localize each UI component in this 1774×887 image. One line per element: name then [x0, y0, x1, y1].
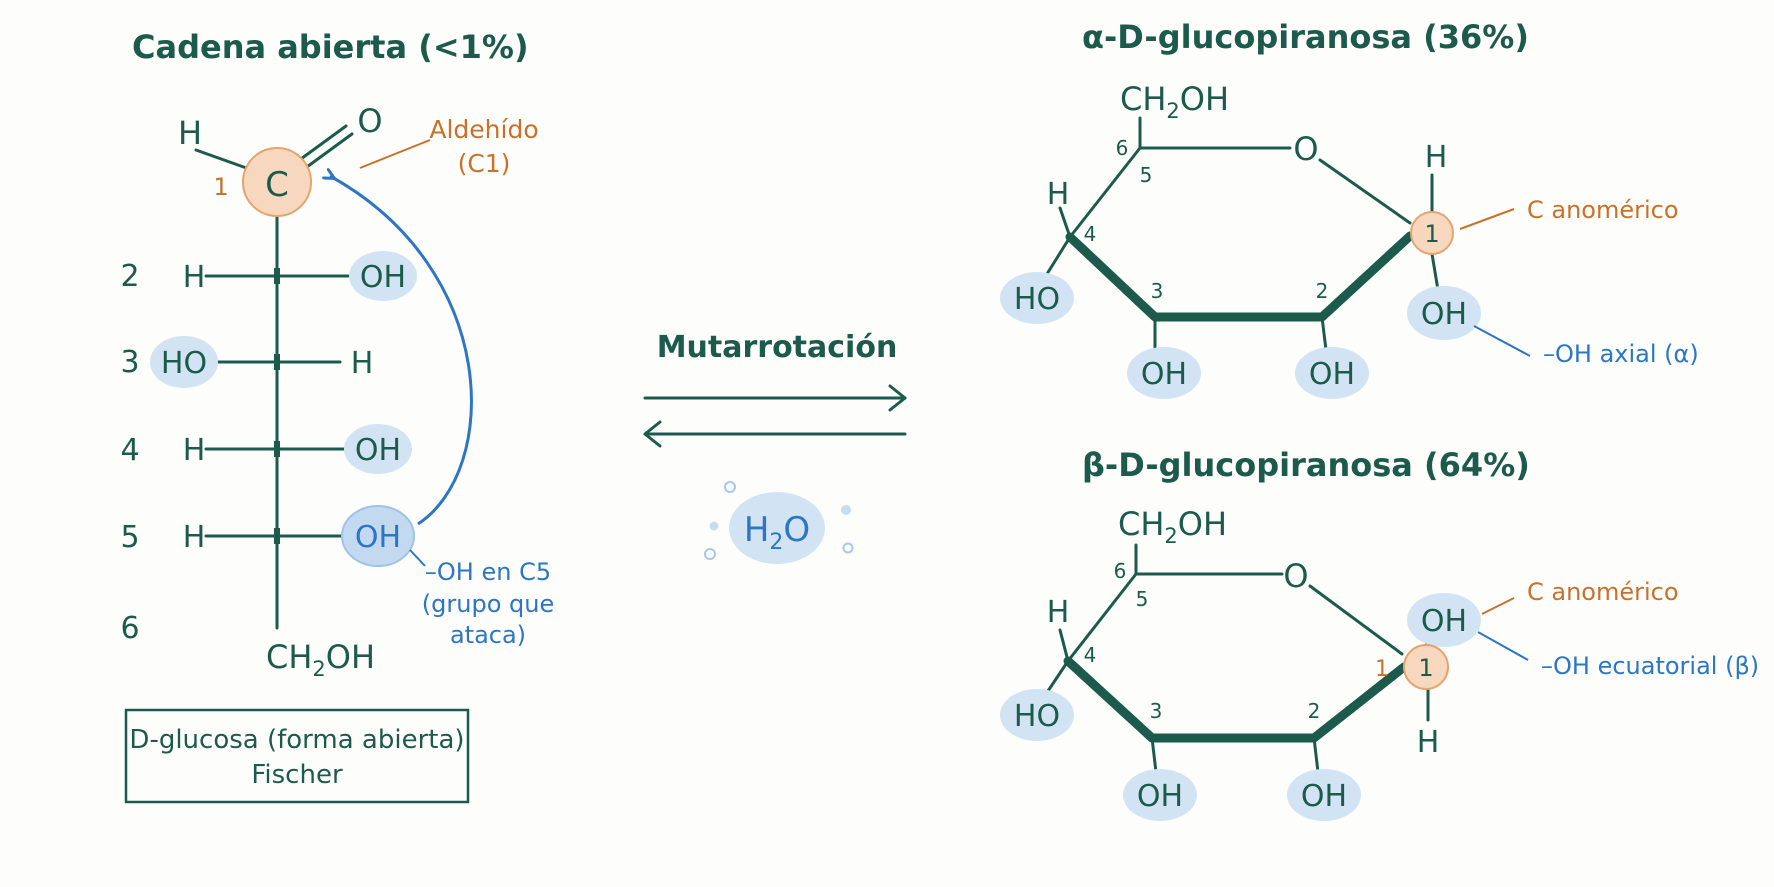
nucleophilic-attack-arrow [330, 176, 473, 526]
beta-ch2oh: CH2OH [1118, 505, 1227, 548]
beta-c1-side-number: 1 [1375, 657, 1389, 682]
alpha-c1-oh: OH [1421, 297, 1467, 332]
alpha-c2-oh: OH [1309, 357, 1355, 392]
alpha-c1-h: H [1425, 140, 1448, 175]
c1-o-double-bond-b [298, 132, 354, 174]
water-molecule: H2O [744, 510, 810, 555]
c5-h: H [183, 520, 206, 555]
alpha-oh-label: –OH axial (α) [1543, 340, 1699, 368]
alpha-anomer-panel: α-D-glucopiranosa (36%) O CH2OH 6 5 H HO… [1000, 18, 1699, 399]
carbon-number-6: 6 [120, 611, 139, 646]
attack-label-line2: (grupo que [422, 590, 554, 618]
alpha-c4-h: H [1047, 177, 1070, 212]
beta-num-5: 5 [1136, 587, 1149, 611]
beta-c1-h: H [1417, 725, 1440, 760]
alpha-c3-oh: OH [1141, 357, 1187, 392]
c1-o-double-bond-a [292, 124, 348, 166]
c2-oh-highlight [349, 251, 417, 301]
c2-h: H [183, 260, 206, 295]
alpha-num-1: 1 [1424, 220, 1439, 248]
beta-num-4: 4 [1084, 643, 1097, 667]
c1-carbon: C [265, 165, 289, 205]
attack-label-line1: –OH en C5 [425, 558, 551, 586]
alpha-anomeric-highlight [1410, 211, 1454, 255]
alpha-num-4: 4 [1084, 222, 1097, 246]
beta-num-3: 3 [1150, 699, 1163, 723]
alpha-num-2: 2 [1316, 279, 1329, 303]
c2-oh: OH [360, 260, 406, 295]
mutarotation-label: Mutarrotación [657, 330, 898, 365]
beta-c4-ho: HO [1014, 699, 1060, 734]
alpha-ring-front [1065, 231, 1415, 322]
alpha-num-3: 3 [1151, 279, 1164, 303]
open-chain-panel: Cadena abierta (<1%) C H O 1 Aldehído (C… [120, 28, 554, 804]
alpha-ch2oh: CH2OH [1120, 80, 1229, 123]
c3-ho: HO [161, 346, 207, 381]
c4-oh: OH [355, 433, 401, 468]
beta-num-6: 6 [1114, 559, 1127, 583]
beta-oh-label: –OH ecuatorial (β) [1541, 652, 1759, 680]
c4-oh-highlight [344, 424, 412, 474]
c5-oh-highlight [341, 505, 415, 567]
equilibrium-panel: Mutarrotación H2O [643, 330, 907, 564]
carbon-number-5: 5 [120, 520, 139, 555]
alpha-num-6: 6 [1116, 136, 1129, 160]
beta-anomeric-highlight [1403, 644, 1449, 690]
caption-line2: Fischer [251, 760, 343, 790]
attack-label-line3: ataca) [450, 621, 526, 649]
beta-c2-oh: OH [1301, 779, 1347, 814]
c1-oxygen: O [357, 102, 382, 140]
water-highlight [729, 492, 825, 564]
aldehyde-label: Aldehído [429, 115, 538, 144]
beta-title: β-D-glucopiranosa (64%) [1082, 446, 1530, 484]
open-chain-title: Cadena abierta (<1%) [132, 28, 529, 66]
alpha-title: α-D-glucopiranosa (36%) [1082, 18, 1529, 56]
beta-ring-oxygen: O [1283, 557, 1308, 595]
beta-c4-h: H [1047, 595, 1070, 630]
alpha-c4-ho: HO [1014, 282, 1060, 317]
c3-ho-highlight [150, 336, 218, 388]
c5-oh: OH [355, 520, 401, 555]
caption-line1: D-glucosa (forma abierta) [129, 725, 464, 755]
c6-ch2oh: CH2OH [266, 638, 375, 681]
carbon-number-4: 4 [120, 433, 139, 468]
beta-num-1: 1 [1418, 654, 1433, 682]
alpha-ring-oxygen: O [1293, 130, 1318, 168]
caption-box [124, 708, 470, 804]
alpha-num-5: 5 [1140, 163, 1153, 187]
c1-number: 1 [213, 173, 228, 201]
carbon-number-2: 2 [120, 259, 139, 294]
beta-c3-oh: OH [1137, 779, 1183, 814]
beta-ring-front [1063, 656, 1409, 743]
alpha-anomeric-label: C anomérico [1527, 196, 1679, 224]
beta-c1-oh: OH [1421, 604, 1467, 639]
c3-h: H [351, 346, 374, 381]
beta-anomer-panel: β-D-glucopiranosa (64%) O CH2OH 6 5 H HO… [1000, 446, 1759, 821]
beta-num-2: 2 [1308, 699, 1321, 723]
c4-h: H [183, 433, 206, 468]
c1-h-bond [194, 148, 254, 172]
beta-anomeric-label: C anomérico [1527, 578, 1679, 606]
c1-hydrogen: H [178, 114, 202, 152]
aldehyde-sublabel: (C1) [458, 149, 511, 178]
c1-highlight [242, 147, 312, 217]
carbon-number-3: 3 [120, 345, 139, 380]
